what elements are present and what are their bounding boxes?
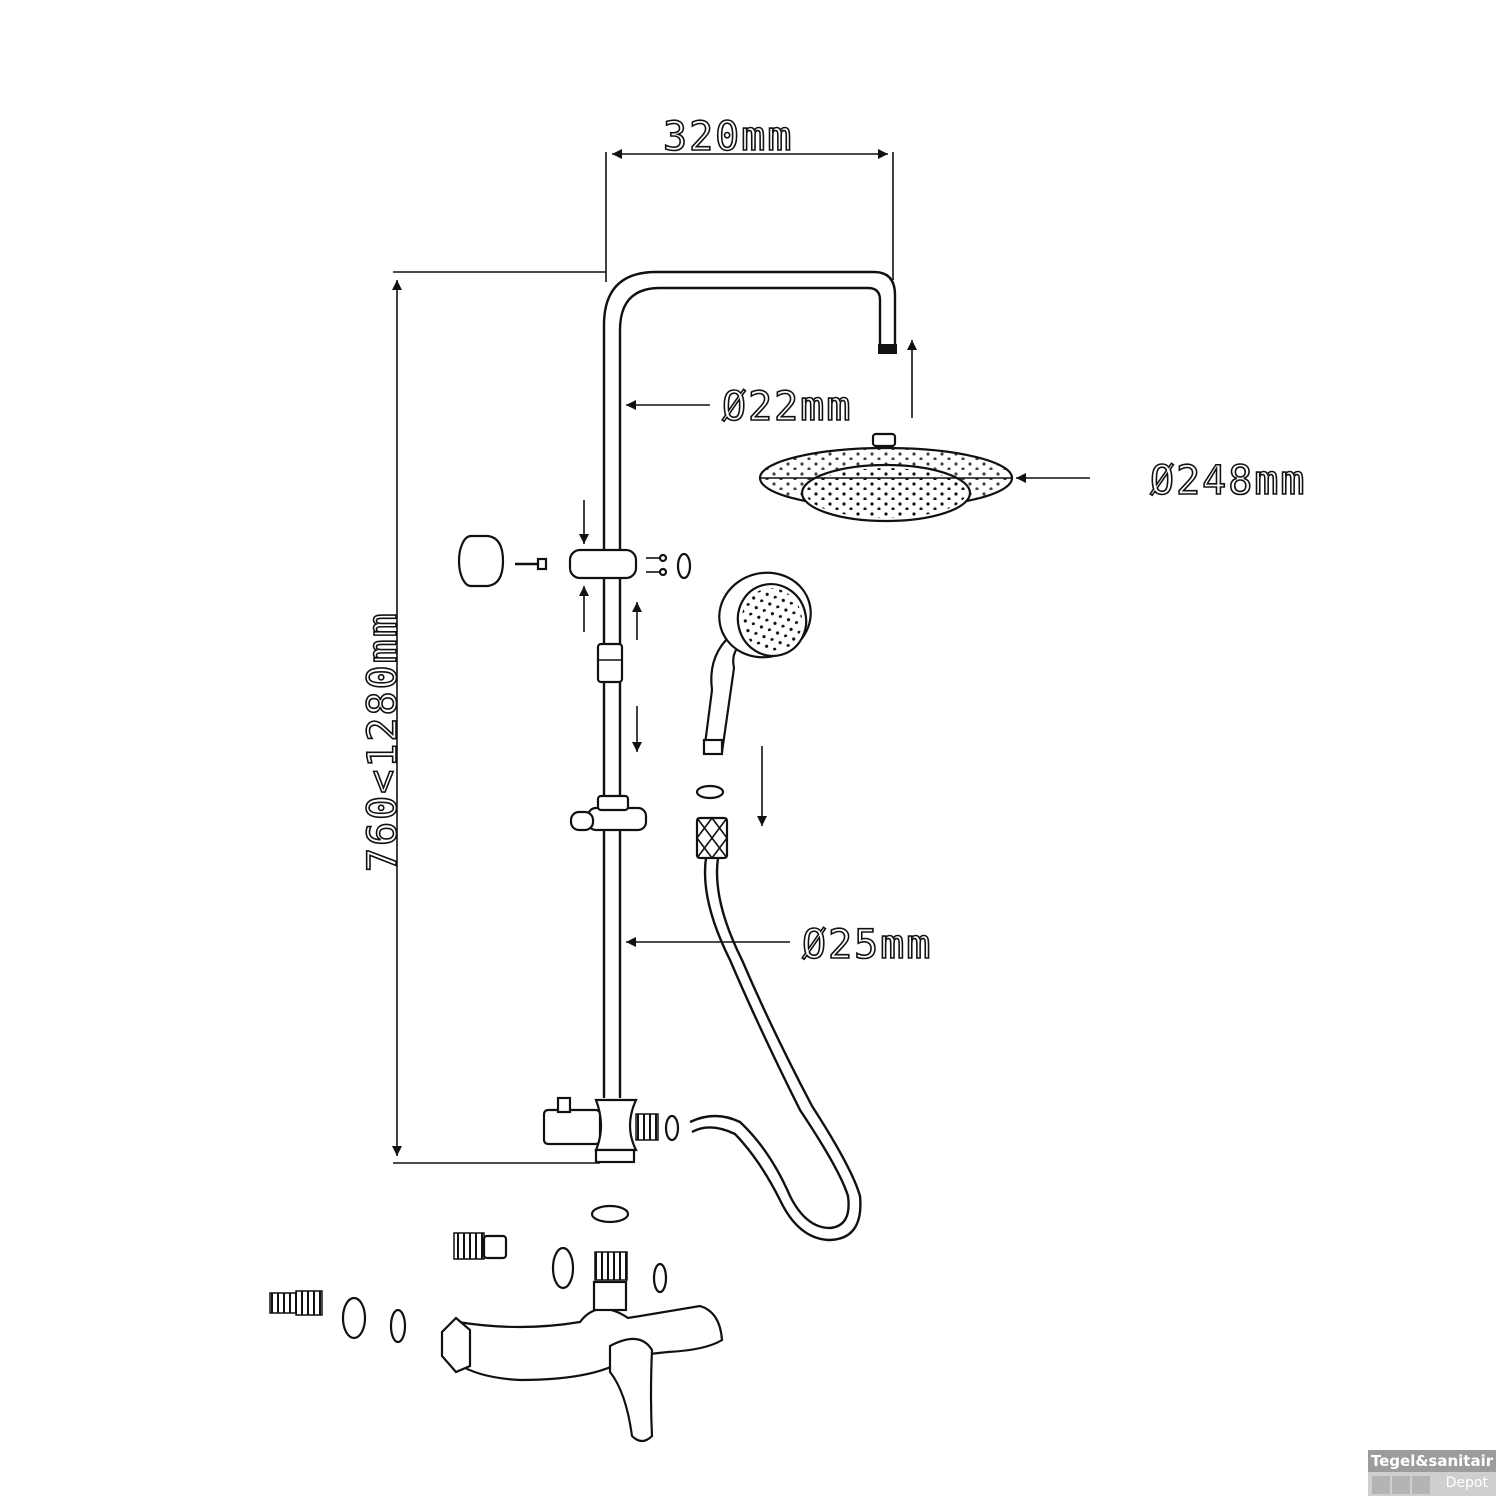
logo-sub-text: Depot: [1445, 1475, 1488, 1491]
head-shower: Ø248mm: [758, 340, 1307, 523]
hand-shower: [695, 571, 812, 826]
wall-bracket-assembly: [457, 500, 692, 632]
logo-tile-icon: [1412, 1476, 1430, 1494]
dimension-lower-pipe: Ø25mm: [626, 921, 932, 969]
lower-pipe-diameter-label: Ø25mm: [802, 922, 932, 968]
logo-drop-icon: [1372, 1476, 1390, 1494]
diverter-valve: [542, 1096, 659, 1164]
top-width-label: 320mm: [663, 114, 793, 160]
dimension-height: 760<1280mm: [359, 271, 606, 1164]
slider-parts: [569, 602, 648, 832]
dimension-upper-pipe: Ø22mm: [626, 383, 852, 431]
head-shower-diameter-label: Ø248mm: [1150, 458, 1307, 504]
logo-tile-icon: [1392, 1476, 1410, 1494]
shower-hose: [664, 816, 862, 1242]
shower-riser-pipe: [602, 270, 897, 1098]
dimension-top-width: 320mm: [605, 113, 894, 282]
wall-mixer-assembly: [269, 1204, 724, 1443]
logo-brand-text: Tegel&sanitair: [1368, 1450, 1496, 1472]
brand-logo: Tegel&sanitair Depot: [1368, 1450, 1496, 1496]
upper-pipe-diameter-label: Ø22mm: [722, 384, 852, 430]
height-range-label: 760<1280mm: [360, 611, 406, 872]
